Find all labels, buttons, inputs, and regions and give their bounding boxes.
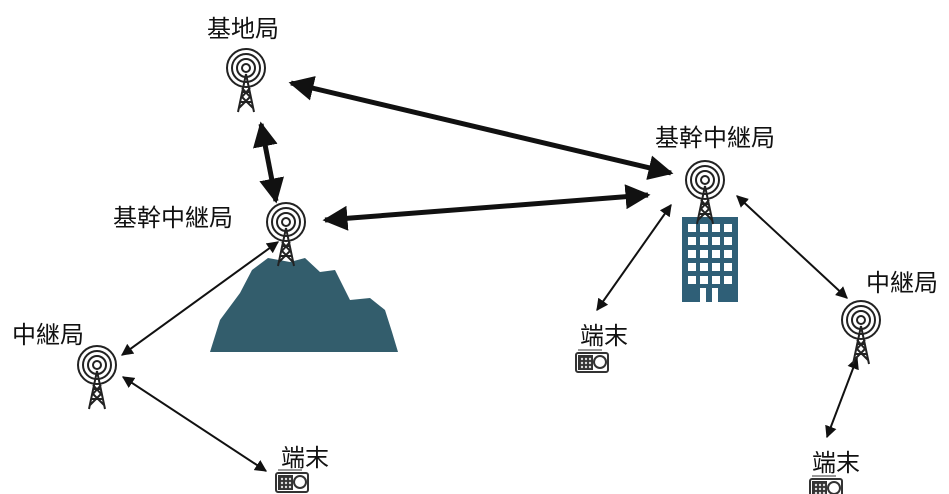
trunk-relay-mountain-label: 基幹中継局 [113, 204, 233, 232]
terminal-left-radio-icon [275, 469, 309, 493]
terminal-center-radio-icon [575, 349, 609, 373]
link-base-to-trunk-building [288, 76, 674, 180]
link-trunk-building-to-terminal-center [596, 204, 672, 311]
base-station-tower-icon [226, 48, 266, 113]
link-relay-right-to-terminal-right [825, 356, 859, 439]
mountain-icon [210, 258, 398, 352]
relay-left-tower-icon [77, 345, 117, 410]
trunk-relay-building-tower-icon [685, 160, 725, 225]
terminal-left-label: 端末 [281, 444, 329, 472]
relay-right-label: 中継局 [866, 269, 938, 297]
terminal-center-label: 端末 [580, 322, 628, 350]
terminal-right-label: 端末 [812, 449, 860, 477]
building-icon [682, 217, 738, 302]
link-relay-left-to-terminal-left [121, 376, 268, 472]
trunk-relay-mountain-tower-icon [266, 202, 306, 267]
link-trunk-mountain-to-relay-left [121, 241, 279, 356]
relay-left-label: 中継局 [12, 321, 84, 349]
terminal-right-radio-icon [809, 475, 843, 494]
link-trunk-mountain-to-trunk-building [322, 184, 651, 231]
link-trunk-building-to-relay-right [736, 195, 848, 299]
base-station-label: 基地局 [207, 15, 279, 43]
link-base-to-trunk-mountain [253, 121, 284, 204]
trunk-relay-building-label: 基幹中継局 [655, 124, 775, 152]
relay-right-tower-icon [841, 300, 881, 365]
